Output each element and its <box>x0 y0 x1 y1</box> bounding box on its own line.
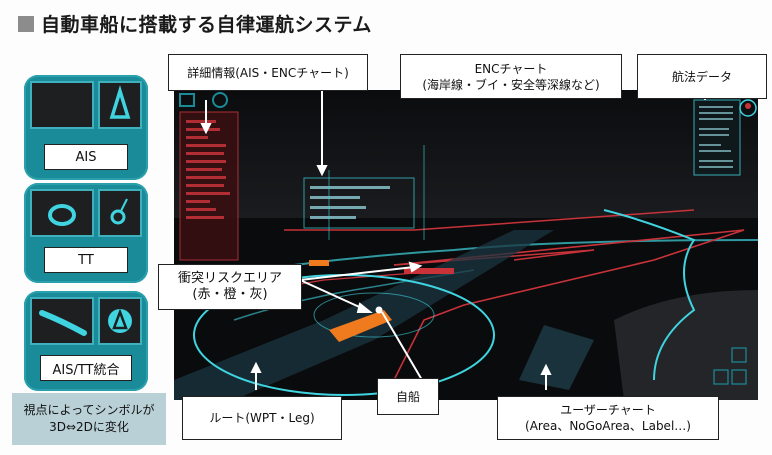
ship-3d-icon <box>30 81 94 129</box>
callout-text: ルート(WPT・Leg) <box>209 411 315 425</box>
callout-enc-chart: ENCチャート (海岸線・ブイ・安全等深線など) <box>400 54 622 99</box>
callout-user-chart: ユーザーチャート (Area、NoGoArea、Label…) <box>497 396 719 440</box>
symbol-note: 視点によってシンボルが 3D⇔2Dに変化 <box>12 393 166 445</box>
callout-text: 詳細情報(AIS・ENCチャート) <box>187 65 349 80</box>
scene-3d <box>174 90 758 400</box>
callout-text: ユーザーチャート <box>560 403 656 417</box>
symbol-card-label: TT <box>44 247 128 273</box>
callout-text: 衝突リスクエリア <box>177 271 282 286</box>
callout-text: (赤・橙・灰) <box>192 287 268 302</box>
callout-route: ルート(WPT・Leg) <box>182 396 342 440</box>
callout-nav-data: 航法データ <box>637 54 767 99</box>
note-line: 3D⇔2Dに変化 <box>49 420 129 434</box>
callout-own-ship: 自船 <box>377 378 439 415</box>
callout-text: (Area、NoGoArea、Label…) <box>525 419 691 433</box>
symbol-card-label: AIS/TT統合 <box>40 355 132 381</box>
title-bullet-icon <box>18 15 34 32</box>
page-title: 自動車船に搭載する自律運航システム <box>18 10 372 37</box>
callout-detail-info: 詳細情報(AIS・ENCチャート) <box>168 54 368 91</box>
symbol-card-tt: TT <box>24 183 148 283</box>
callout-text: ENCチャート <box>474 61 548 76</box>
note-line: 視点によってシンボルが <box>23 403 155 417</box>
symbol-card-ais-tt: AIS/TT統合 <box>24 291 148 391</box>
symbol-card-ais: AIS <box>24 75 148 180</box>
title-text: 自動車船に搭載する自律運航システム <box>41 14 372 36</box>
triangle-icon <box>98 81 142 129</box>
ring-3d-icon <box>30 189 94 237</box>
callout-collision-risk: 衝突リスクエリア (赤・橙・灰) <box>158 264 302 310</box>
circle-triangle-icon <box>98 297 142 345</box>
callout-text: 自船 <box>395 389 420 404</box>
circle-heading-icon <box>98 189 142 237</box>
callout-text: (海岸線・ブイ・安全等深線など) <box>422 77 600 92</box>
hull-3d-icon <box>30 297 94 345</box>
symbol-card-label: AIS <box>44 144 128 170</box>
callout-text: 航法データ <box>671 69 732 84</box>
navigation-display <box>174 90 758 400</box>
